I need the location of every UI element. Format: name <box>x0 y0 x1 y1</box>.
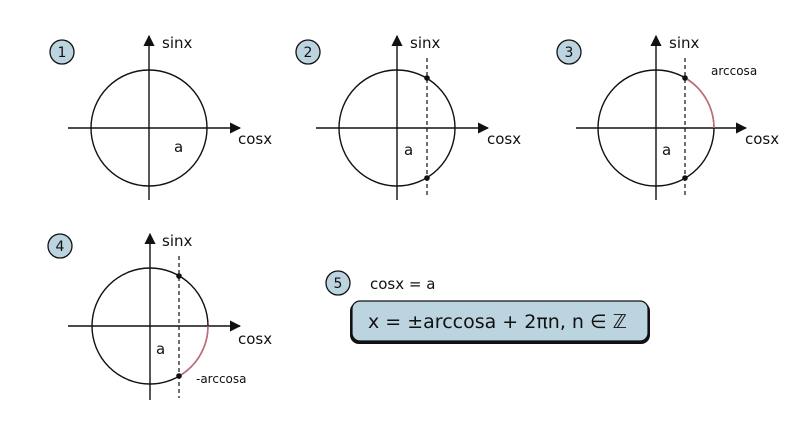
step-2-a-label: a <box>404 141 413 159</box>
step-1-unit-circle <box>90 69 208 187</box>
step-3-panel: 3 sinx cosx a arccosa <box>556 34 779 200</box>
step-4-arc-label: -arccosa <box>196 372 247 386</box>
step-3-y-axis-label: sinx <box>669 34 699 52</box>
solution-box <box>351 300 649 342</box>
step-5-equation: cosx = a <box>370 275 435 293</box>
step-4-badge <box>47 233 73 259</box>
step-4-x-axis-label: cosx <box>238 330 272 348</box>
step-5-number: 5 <box>334 276 343 292</box>
step-3-number: 3 <box>565 45 574 61</box>
step-3-upper-point <box>682 75 688 81</box>
step-5-panel: 5 cosx = a x = ±arccosa + 2πn, n ∈ ℤ <box>325 270 650 344</box>
step-1-a-label: a <box>174 138 183 156</box>
step-3-lower-point <box>682 175 688 181</box>
step-3-arc-highlight <box>684 77 715 129</box>
step-3-badge <box>556 39 582 65</box>
step-5-badge <box>325 270 351 296</box>
step-2-panel: 2 sinx cosx a <box>295 34 521 200</box>
step-2-unit-circle <box>338 69 456 187</box>
step-2-badge <box>295 39 321 65</box>
step-2-lower-point <box>424 175 430 181</box>
step-3-x-axis-label: cosx <box>745 130 779 148</box>
step-1-panel: 1 sinx cosx a <box>49 34 272 200</box>
step-1-y-axis-label: sinx <box>162 34 192 52</box>
step-4-y-axis-label: sinx <box>162 232 192 250</box>
step-4-panel: 4 sinx cosx a -arccosa <box>47 232 272 400</box>
step-3-a-label: a <box>662 141 671 159</box>
step-4-lower-point <box>176 373 182 379</box>
step-4-upper-point <box>176 273 182 279</box>
step-3-arc-label: arccosa <box>711 64 757 78</box>
step-4-number: 4 <box>56 239 65 255</box>
solution-formula: x = ±arccosa + 2πn, n ∈ ℤ <box>368 311 627 333</box>
step-4-arc-highlight <box>178 325 209 377</box>
step-2-upper-point <box>424 75 430 81</box>
step-2-number: 2 <box>304 45 313 61</box>
step-1-x-axis-label: cosx <box>238 130 272 148</box>
step-4-a-label: a <box>156 340 165 358</box>
step-2-x-axis-label: cosx <box>487 130 521 148</box>
step-1-number: 1 <box>58 45 67 61</box>
step-1-badge <box>49 39 75 65</box>
step-2-y-axis-label: sinx <box>410 34 440 52</box>
